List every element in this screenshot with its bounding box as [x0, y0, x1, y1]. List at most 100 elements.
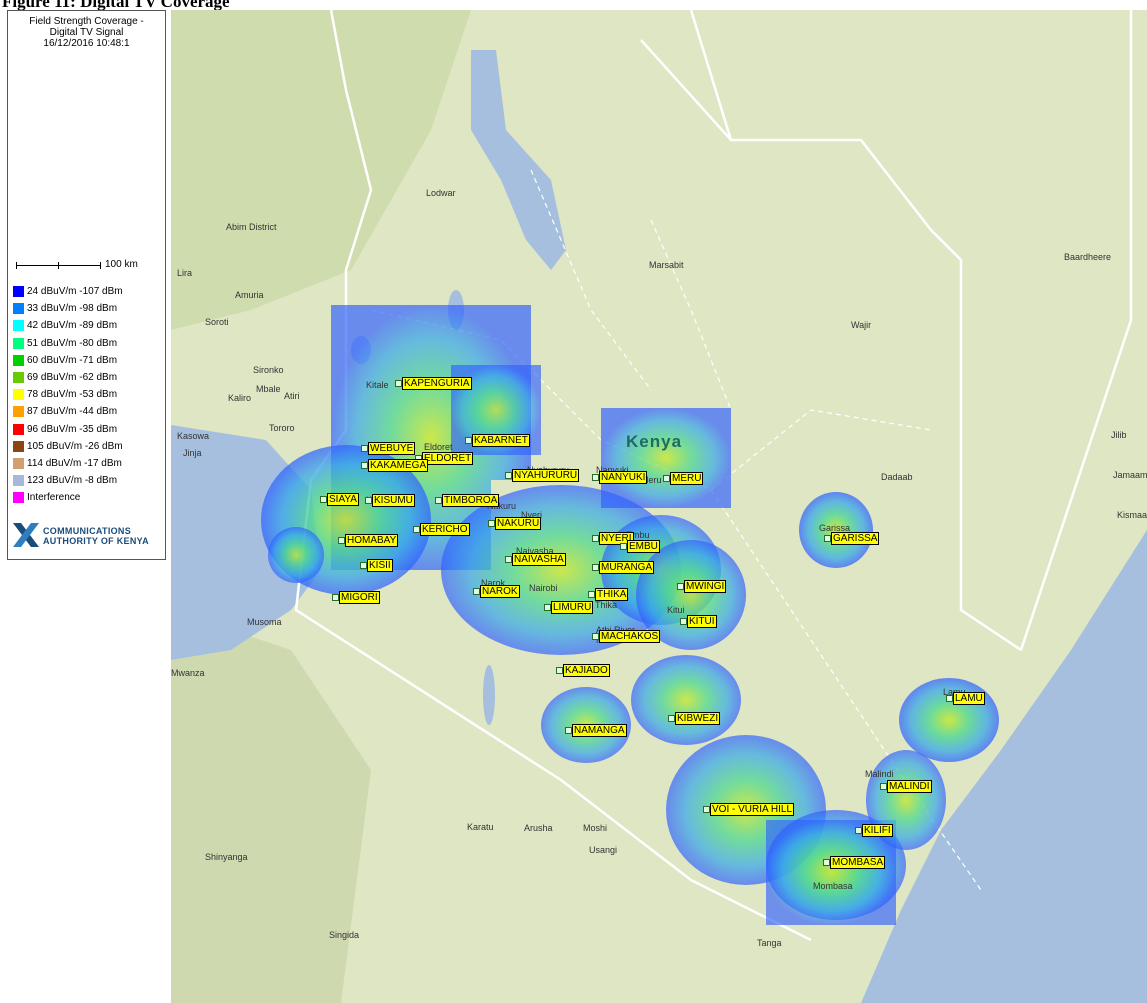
place-label: Kismaayo	[1117, 510, 1147, 520]
site-marker-icon	[320, 496, 327, 503]
site-label: NAKURU	[495, 517, 542, 530]
legend-label: Interference	[27, 492, 81, 504]
site-label: LIMURU	[551, 601, 594, 614]
site-marker-icon	[946, 695, 953, 702]
site-label: WEBUYE	[368, 442, 416, 455]
site-marker-icon	[663, 475, 670, 482]
place-label: Sironko	[253, 365, 284, 375]
site-label: KILIFI	[862, 824, 893, 837]
legend-entry: 114 dBuV/m -17 dBm	[13, 455, 163, 472]
site-marker-icon	[592, 474, 599, 481]
place-label: Singida	[329, 930, 360, 940]
scale-tick	[100, 262, 101, 269]
site-marker-icon	[668, 715, 675, 722]
place-label: Jilib	[1111, 430, 1127, 440]
legend-swatch	[13, 286, 24, 298]
legend-swatch	[13, 303, 24, 315]
place-label: Mbale	[256, 384, 281, 394]
logo-line: COMMUNICATIONS	[43, 526, 132, 536]
site-label: MOMBASA	[830, 856, 886, 869]
legend-label: 96 dBuV/m -35 dBm	[27, 423, 118, 435]
place-label: Garissa	[819, 523, 851, 533]
figure-title: Figure 11: Digital TV Coverage	[2, 0, 230, 11]
scale-bar-label: 100 km	[105, 259, 138, 270]
site-marker-icon	[620, 543, 627, 550]
legend-header: Field Strength Coverage - Digital TV Sig…	[8, 16, 165, 49]
legend-swatch	[13, 337, 24, 349]
site-label: NANYUKI	[599, 471, 648, 484]
site-label: MIGORI	[339, 591, 380, 604]
site-marker-icon	[465, 437, 472, 444]
place-label: Naivasha	[516, 546, 554, 556]
site-label: EMBU	[627, 540, 660, 553]
place-label: Jinja	[183, 448, 202, 458]
legend-header-line: Field Strength Coverage -	[29, 16, 144, 27]
legend-label: 51 dBuV/m -80 dBm	[27, 337, 118, 349]
site-marker-icon	[473, 588, 480, 595]
site-label: KISUMU	[372, 494, 415, 507]
place-label: Narok	[481, 578, 506, 588]
legend-entry: 33 dBuV/m -98 dBm	[13, 300, 163, 317]
place-label: Wajir	[851, 320, 872, 330]
site-marker-icon	[505, 472, 512, 479]
site-label: HOMABAY	[345, 534, 399, 547]
legend-entry: 78 dBuV/m -53 dBm	[13, 386, 163, 403]
legend-swatch	[13, 457, 24, 469]
place-label: Kitale	[366, 380, 389, 390]
site-label: MERU	[670, 472, 704, 485]
site-marker-icon	[544, 604, 551, 611]
place-label: Karatu	[467, 822, 494, 832]
legend-entry: Interference	[13, 489, 163, 506]
authority-logo: COMMUNICATIONS AUTHORITY OF KENYA	[11, 520, 167, 550]
site-label: KITUI	[687, 615, 717, 628]
site-marker-icon	[680, 618, 687, 625]
legend-header-line: 16/12/2016 10:48:1	[43, 38, 130, 49]
place-label: Eldoret	[424, 442, 453, 452]
legend-swatch	[13, 423, 24, 435]
site-label: VOI - VURIA HILL	[710, 803, 795, 816]
indian-ocean	[861, 530, 1147, 1003]
site-marker-icon	[338, 537, 345, 544]
site-marker-icon	[592, 633, 599, 640]
site-label: KAJIADO	[563, 664, 610, 677]
place-label: Tanga	[757, 938, 782, 948]
site-label: KABARNET	[472, 434, 530, 447]
site-label: NYERI	[599, 532, 634, 545]
place-label: Mombasa	[813, 881, 853, 891]
place-label: Lira	[177, 268, 193, 278]
place-label: Shinyanga	[205, 852, 248, 862]
legend-panel: Field Strength Coverage - Digital TV Sig…	[7, 10, 166, 560]
place-label: Kasowa	[177, 431, 210, 441]
scale-tick	[16, 262, 17, 269]
site-marker-icon	[677, 583, 684, 590]
country-border	[689, 10, 733, 141]
place-label: Usangi	[589, 845, 618, 855]
legend-swatch	[13, 372, 24, 384]
legend-label: 87 dBuV/m -44 dBm	[27, 406, 118, 418]
place-label: Musoma	[247, 617, 282, 627]
site-label: SIAYA	[327, 493, 359, 506]
land-relief	[171, 10, 471, 330]
site-marker-icon	[824, 535, 831, 542]
legend-entry: 42 dBuV/m -89 dBm	[13, 317, 163, 334]
site-label: KAKAMEGA	[368, 459, 429, 472]
road	[710, 489, 982, 891]
site-label: MWINGI	[684, 580, 727, 593]
legend-swatch	[13, 492, 24, 504]
country-border	[1019, 10, 1133, 651]
legend-entry: 69 dBuV/m -62 dBm	[13, 369, 163, 386]
legend-entry: 96 dBuV/m -35 dBm	[13, 421, 163, 438]
site-marker-icon	[332, 594, 339, 601]
place-label: Atiri	[284, 391, 300, 401]
logo-text: COMMUNICATIONS AUTHORITY OF KENYA	[43, 526, 149, 546]
map-base	[171, 10, 1147, 1003]
site-marker-icon	[588, 591, 595, 598]
site-marker-icon	[823, 859, 830, 866]
place-label: Kaliro	[228, 393, 252, 403]
legend-label: 33 dBuV/m -98 dBm	[27, 303, 118, 315]
logo-line: AUTHORITY OF KENYA	[43, 536, 149, 546]
place-label: Lodwar	[426, 188, 456, 198]
place-label: Nairobi	[529, 583, 558, 593]
